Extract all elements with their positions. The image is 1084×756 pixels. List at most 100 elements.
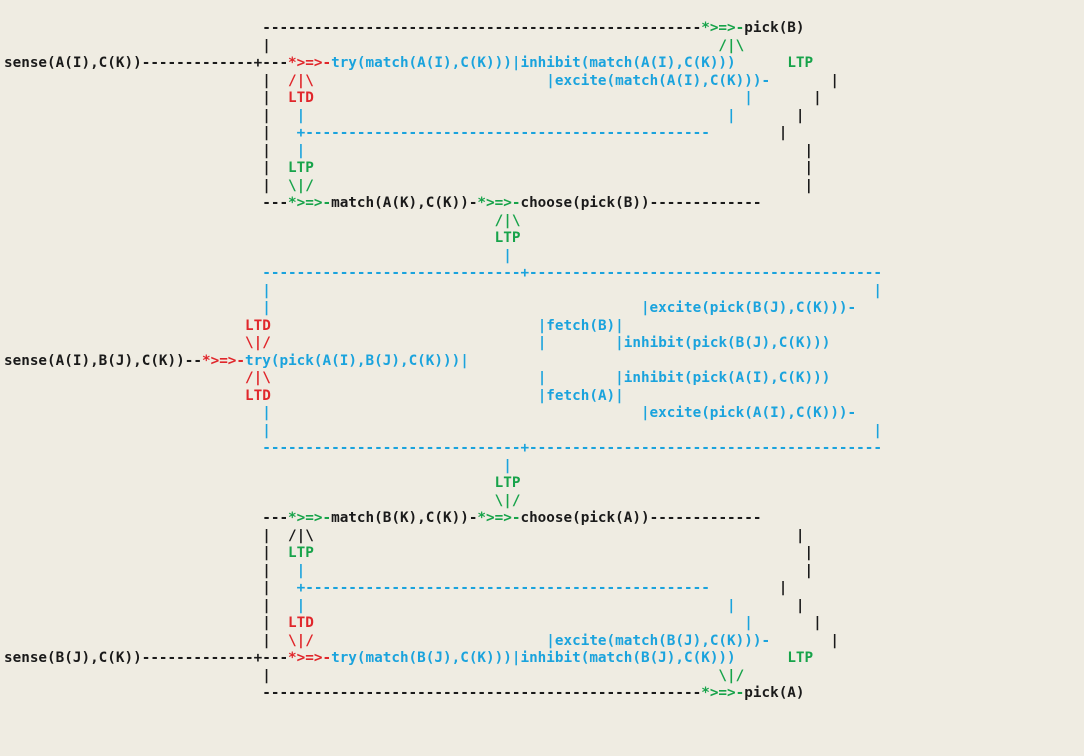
diagram-text-segment: match(A(K),C(K))- [331, 195, 478, 211]
diagram-text-segment: | [770, 72, 839, 89]
diagram-text-segment [305, 108, 727, 124]
diagram-text-segment: | [4, 37, 719, 54]
diagram-text-segment: LTP [787, 55, 814, 71]
diagram-text-segment: *>=>- [701, 20, 745, 36]
diagram-line: ---*>=>-match(B(K),C(K))-*>=>-choose(pic… [4, 510, 761, 528]
diagram-text-segment: *>=>- [201, 352, 246, 369]
diagram-text-segment: | [709, 125, 788, 141]
diagram-text-segment: --- [4, 195, 289, 211]
diagram-text-segment [4, 335, 245, 351]
diagram-text-segment: | [313, 160, 814, 176]
diagram-text-segment: sense(B(J),C(K))-------------+--- [4, 650, 289, 666]
diagram-text-segment: ------------------------------+---------… [4, 265, 882, 281]
diagram-text-segment [4, 370, 245, 386]
diagram-line: | [4, 458, 512, 476]
diagram-line: /|\ | |inhibit(pick(A(I),C(K))) [4, 370, 830, 388]
diagram-line: | LTD | | [4, 615, 822, 633]
diagram-line: sense(B(J),C(K))-------------+---*>=>-tr… [4, 650, 813, 668]
diagram-line: | | | | [4, 597, 805, 616]
diagram-line: ---*>=>-match(A(K),C(K))-*>=>-choose(pic… [4, 195, 761, 213]
diagram-line: | \|/ |excite(match(B(J),C(K)))- | [4, 633, 839, 651]
diagram-text-segment: LTP [787, 650, 814, 666]
diagram-text-segment: | [305, 562, 814, 579]
diagram-text-segment: *>=>- [288, 55, 332, 71]
diagram-text-segment: | [752, 615, 822, 631]
diagram-text-segment: *>=>- [477, 510, 521, 526]
diagram-text-segment: | [4, 667, 719, 684]
diagram-text-segment: | [503, 457, 512, 474]
diagram-text-segment: *>=>- [288, 510, 332, 526]
diagram-text-segment: | [296, 562, 306, 579]
diagram-text-segment [271, 370, 538, 386]
diagram-text-segment: | [4, 177, 289, 194]
diagram-text-segment: sense(A(I),B(J),C(K))-- [4, 352, 202, 369]
diagram-text-segment: --- [4, 510, 289, 526]
diagram-line: sense(A(I),C(K))-------------+---*>=>-tr… [4, 55, 813, 73]
diagram-text-segment [4, 213, 495, 229]
diagram-text-segment: LTP [494, 230, 521, 246]
diagram-text-segment: | [735, 597, 805, 614]
diagram-text-segment: \|/ [245, 335, 271, 351]
diagram-text-segment: | /|\ | [4, 527, 805, 544]
diagram-text-segment: /|\ [245, 370, 271, 386]
diagram-text-segment: LTP [288, 545, 314, 561]
diagram-text-segment: | [296, 142, 306, 159]
diagram-line: LTP [4, 475, 521, 493]
diagram-line: | LTP | [4, 545, 813, 563]
diagram-text-segment [4, 493, 495, 509]
diagram-text-segment: | [4, 72, 289, 89]
diagram-text-segment: | [296, 107, 306, 124]
diagram-line: | /|\ [4, 38, 744, 56]
diagram-text-segment: | [4, 142, 297, 159]
diagram-text-segment: \|/ [718, 667, 745, 684]
diagram-line: ------------------------------+---------… [4, 440, 882, 458]
diagram-line: | | | [4, 563, 813, 581]
diagram-line: | \|/ | [4, 178, 813, 196]
diagram-text-segment: /|\ [494, 212, 521, 229]
diagram-text-segment: | [727, 107, 736, 124]
diagram-text-segment [4, 230, 495, 246]
diagram-line: ----------------------------------------… [4, 685, 804, 703]
diagram-text-segment: try(pick(A(I),B(J),C(K)))| [245, 352, 469, 369]
diagram-text-segment: | [4, 160, 289, 176]
diagram-text-segment: | [4, 125, 297, 141]
diagram-text-segment: | | [4, 282, 882, 299]
diagram-text-segment: choose(pick(B))------------- [520, 195, 762, 211]
diagram-text-segment: | [4, 90, 289, 106]
diagram-text-segment: |excite(match(A(I),C(K)))- [546, 72, 771, 89]
diagram-text-segment: | |inhibit(pick(B(J),C(K))) [537, 335, 831, 351]
diagram-text-segment: | [727, 597, 736, 614]
diagram-line: | |excite(pick(B(J),C(K)))- [4, 300, 856, 318]
diagram-text-segment: | [752, 90, 822, 106]
diagram-text-segment: | [4, 597, 297, 614]
diagram-text-segment: | [4, 615, 289, 631]
diagram-line: | /|\ | [4, 527, 805, 546]
diagram-line: | LTP | [4, 160, 813, 178]
diagram-line: ----------------------------------------… [4, 20, 804, 38]
diagram-text-segment: LTD [288, 615, 314, 631]
diagram-line: | /|\ |excite(match(A(I),C(K)))- | [4, 73, 839, 91]
diagram-text-segment [314, 633, 546, 649]
diagram-text-segment: LTD [245, 317, 271, 334]
diagram-text-segment [271, 318, 538, 334]
diagram-text-segment: | [296, 597, 306, 614]
diagram-text-segment: LTP [288, 160, 314, 176]
diagram-text-segment: \|/ [288, 177, 314, 194]
diagram-line: \|/ [4, 493, 521, 511]
diagram-line: | LTD | | [4, 90, 822, 108]
diagram-text-segment [4, 248, 503, 264]
diagram-text-segment [314, 73, 546, 89]
diagram-text-segment: *>=>- [288, 650, 332, 666]
diagram-text-segment: try(match(A(I),C(K)))|inhibit(match(A(I)… [331, 55, 736, 71]
diagram-line: | [4, 248, 512, 266]
diagram-text-segment: match(B(K),C(K))- [331, 510, 478, 526]
diagram-text-segment [4, 318, 245, 334]
diagram-line: | | | | [4, 107, 804, 126]
diagram-text-segment: sense(A(I),C(K))-------------+--- [4, 55, 289, 71]
diagram-text-segment [736, 650, 788, 666]
diagram-text-segment: +---------------------------------------… [296, 580, 710, 596]
diagram-text-segment: | |inhibit(pick(A(I),C(K))) [537, 370, 831, 386]
diagram-text-segment [736, 55, 788, 71]
diagram-text-segment [314, 90, 744, 106]
